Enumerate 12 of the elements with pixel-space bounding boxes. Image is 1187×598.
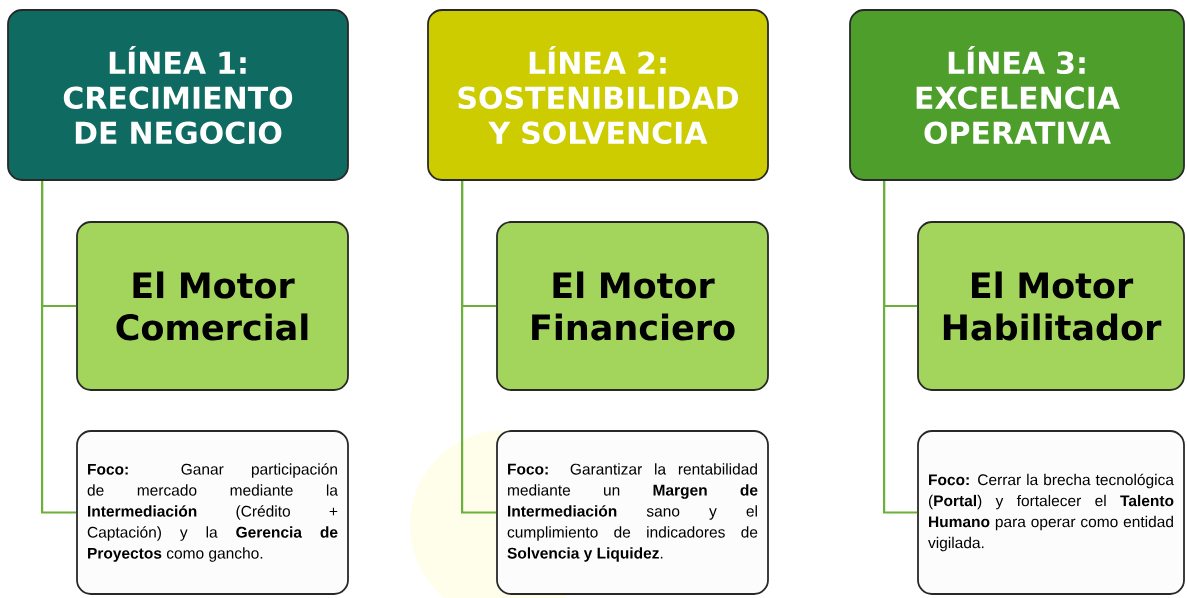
connector-line bbox=[461, 180, 497, 514]
focus-box: Foco: Garantizar la rentabilidad mediante un Margen de Intermediación sano y el cumplimiento de indicadores de Solvencia y Liquidez. bbox=[496, 430, 769, 595]
motor-box: El Motor Comercial bbox=[76, 221, 349, 391]
focus-box: Foco: Ganar participación de mercado mediante la Intermediación (Crédito + Captación) y la Gerencia de Proyectos como gancho. bbox=[76, 430, 349, 595]
heading-box: LÍNEA 2: SOSTENIBILIDAD Y SOLVENCIA bbox=[427, 9, 769, 181]
connector-line bbox=[41, 180, 77, 514]
motor-box: El Motor Habilitador bbox=[917, 221, 1185, 391]
connector-line bbox=[883, 180, 918, 514]
heading-box: LÍNEA 3: EXCELENCIA OPERATIVA bbox=[849, 9, 1185, 181]
heading-box: LÍNEA 1: CRECIMIENTO DE NEGOCIO bbox=[7, 9, 349, 181]
motor-box: El Motor Financiero bbox=[496, 221, 769, 391]
focus-box: Foco: Cerrar la brecha tecnológica (Portal) y fortalecer el Talento Humano para operar como entidad vigilada. bbox=[917, 430, 1185, 595]
